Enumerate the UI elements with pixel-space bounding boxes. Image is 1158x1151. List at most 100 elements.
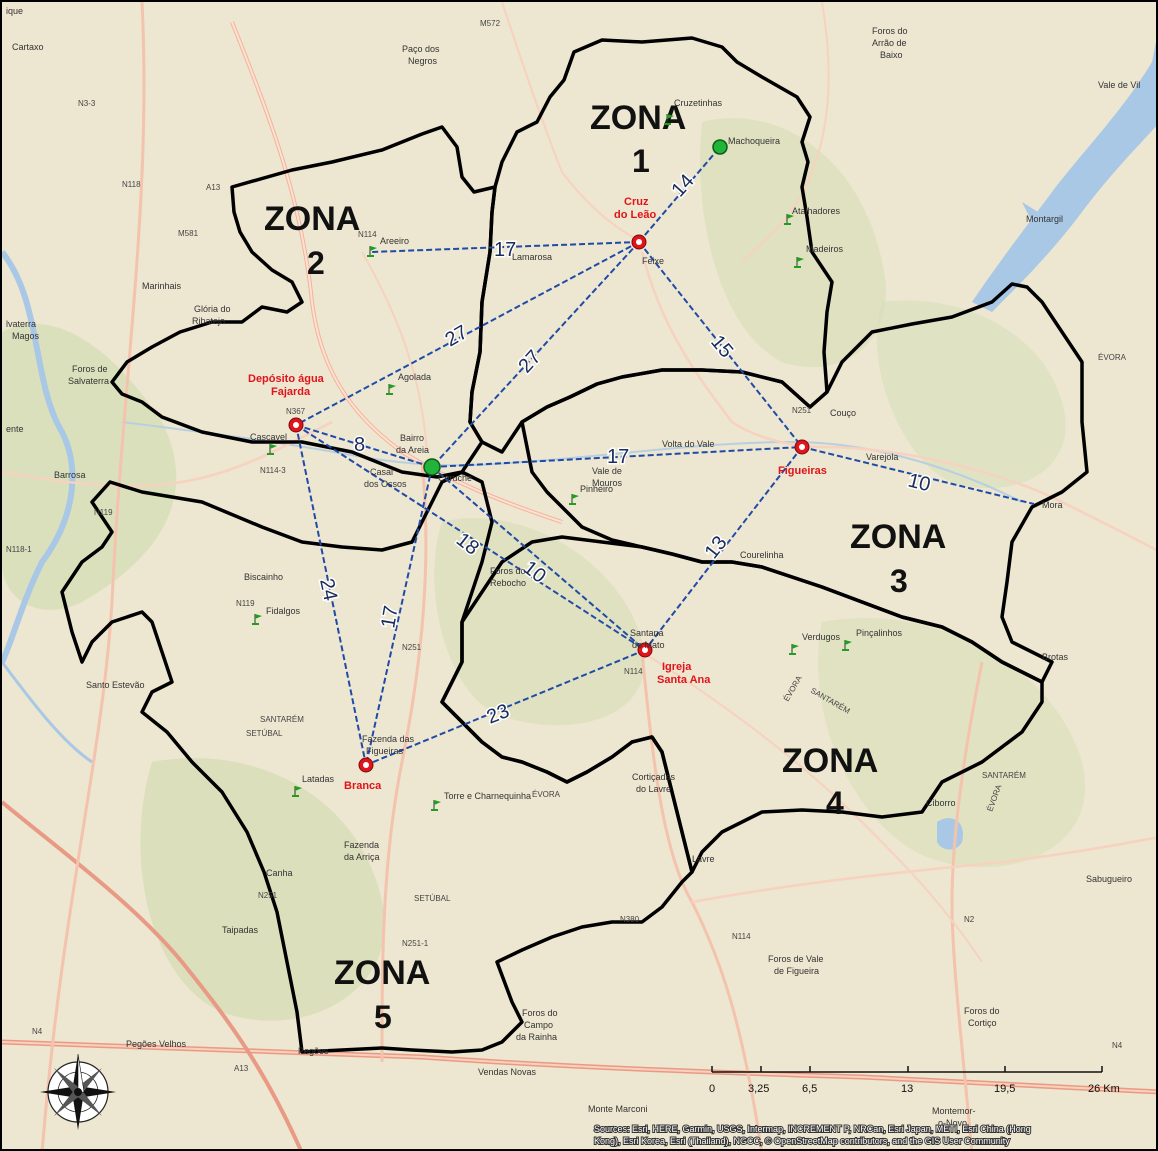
place-label: Atalhadores [792, 206, 841, 216]
route-label: 8 [354, 434, 365, 456]
road-label: N4 [1112, 1041, 1123, 1050]
scale-tick-label: 6,5 [802, 1083, 817, 1095]
site-labels: Cruz do Leão Depósito água Fajarda Figue… [248, 196, 827, 792]
road-label: N118 [122, 180, 141, 189]
place-label: Brotas [1042, 652, 1069, 662]
region-label: ÉVORA [1098, 353, 1127, 362]
place-label: Santana [630, 628, 664, 638]
route-coruche-igreja [431, 466, 646, 651]
flag-icon [267, 444, 277, 455]
place-label: Figueiras [366, 746, 404, 756]
scale-tick-label: 13 [901, 1083, 913, 1095]
flag-icon [789, 644, 799, 655]
place-label: Pinheiro [580, 484, 613, 494]
place-label: Areeiro [380, 236, 409, 246]
scale-tick-label: 3,25 [748, 1083, 769, 1095]
flag-icon [431, 800, 441, 811]
road-label: N380 [620, 915, 640, 924]
place-label: Couço [830, 408, 856, 418]
site-marker-branca [358, 757, 374, 773]
place-label: Cruzetinhas [674, 98, 723, 108]
place-label: Verdugos [802, 632, 841, 642]
place-label: Fazenda [344, 840, 379, 850]
place-label: Taipadas [222, 925, 259, 935]
place-label: da Rainha [516, 1032, 557, 1042]
attribution: Sources: Esri, HERE, Garmin, USGS, Inter… [593, 1123, 1032, 1147]
place-label: Fazenda das [362, 734, 415, 744]
hub-machoqueira [712, 139, 728, 155]
scale-tick-label: 0 [709, 1083, 715, 1095]
place-label: Vendas Novas [478, 1067, 537, 1077]
place-label: Agolada [398, 372, 431, 382]
place-label: Canha [266, 868, 293, 878]
flag-icon [784, 214, 794, 225]
place-label: Torre e Charnequinha [444, 791, 531, 801]
scale-tick-label: 26 Km [1088, 1083, 1120, 1095]
road-label: N114 [624, 667, 643, 676]
place-label: Casal [370, 467, 393, 477]
place-label: Glória do [194, 304, 231, 314]
zone-4-label: ZONA [782, 742, 878, 780]
region-label: SETÚBAL [246, 729, 283, 738]
place-label: Sabugueiro [1086, 874, 1132, 884]
place-label: Biscainho [244, 572, 283, 582]
scale-bar: 0 3,25 6,5 13 19,5 26 Km [709, 1066, 1120, 1095]
road-label: N251 [792, 406, 812, 415]
place-label: Foros do [872, 26, 908, 36]
place-label: Magos [12, 331, 40, 341]
site-label-deposito: Fajarda [271, 386, 311, 398]
place-label: Feixe [642, 256, 664, 266]
route-deposito-branca [295, 424, 367, 766]
zone-4-number: 4 [826, 785, 844, 821]
place-label: Monte Marconi [588, 1104, 648, 1114]
place-label: Vale de [592, 466, 622, 476]
route-cruz-figueiras [638, 241, 803, 448]
place-label: Ciborro [926, 798, 956, 808]
road-label: M572 [480, 19, 501, 28]
place-label: Vale de Vil [1098, 80, 1140, 90]
scale-tick-label: 19,5 [994, 1083, 1015, 1095]
place-label: Montargil [1026, 214, 1063, 224]
place-label: Courelinha [740, 550, 784, 560]
place-label: Pegões Velhos [126, 1039, 187, 1049]
route-cruz-coruche [431, 241, 640, 468]
road-label: N4 [32, 1027, 43, 1036]
site-label-cruz: do Leão [614, 209, 656, 221]
place-label: Varejola [866, 452, 898, 462]
route-label: 17 [377, 604, 403, 630]
place-label: Rebocho [490, 578, 526, 588]
place-label: Cartaxo [12, 42, 44, 52]
flag-icon [842, 640, 852, 651]
place-label: Campo [524, 1020, 553, 1030]
place-label: Volta do Vale [662, 439, 714, 449]
road-label: N367 [286, 407, 306, 416]
site-marker-igreja [637, 642, 653, 658]
flag-icon [292, 786, 302, 797]
place-label: Mouros [592, 478, 623, 488]
site-markers [288, 234, 810, 773]
place-flags [252, 114, 852, 811]
zone-boundaries [60, 36, 1089, 1054]
site-label-cruz: Cruz [624, 196, 649, 208]
place-label: Bairro [400, 433, 424, 443]
site-marker-deposito [288, 417, 304, 433]
place-label: Pinçalinhos [856, 628, 903, 638]
road-label: M581 [178, 229, 199, 238]
road-labels: M572 N3-3 N118 A13 M581 N114 N367 N114-3… [6, 19, 1123, 1073]
place-label: Marinhais [142, 281, 182, 291]
attribution-line: Sources: Esri, HERE, Garmin, USGS, Inter… [594, 1124, 1031, 1134]
place-label: Madeiros [806, 244, 844, 254]
road-label: N119 [236, 599, 255, 608]
place-labels: ique Cartaxo Paço dos Negros Foros do Ar… [6, 6, 1140, 1128]
flag-icon [367, 246, 377, 257]
route-deposito-igreja [295, 424, 646, 651]
zone-3-number: 3 [890, 563, 908, 599]
zone-5-number: 5 [374, 999, 392, 1035]
place-label: Barrosa [54, 470, 86, 480]
site-label-igreja: Igreja [662, 661, 692, 673]
place-label: Cortiçadas [632, 772, 676, 782]
place-label: Coruche [438, 473, 472, 483]
attribution-line: Kong), Esri Korea, Esri (Thailand), NGCC… [594, 1136, 1010, 1146]
